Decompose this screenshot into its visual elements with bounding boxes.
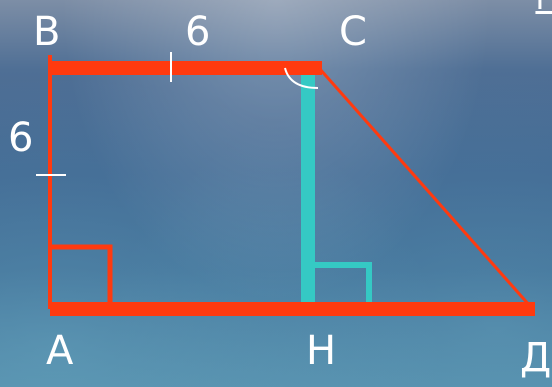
vertex-label-a: A	[46, 328, 74, 374]
length-label-ab: 6	[8, 115, 34, 161]
side-cd	[317, 67, 532, 307]
vertex-label-b: B	[33, 9, 61, 55]
angle-arc-c	[284, 67, 319, 89]
corner-text-fragment: Н	[535, 0, 552, 17]
right-angle-marker-h	[312, 262, 372, 305]
length-label-bc: 6	[185, 9, 211, 55]
vertex-label-h: H	[306, 328, 337, 374]
right-angle-marker-a	[50, 244, 113, 305]
vertex-label-c: C	[339, 9, 367, 55]
vertex-label-d: Д	[520, 335, 552, 381]
